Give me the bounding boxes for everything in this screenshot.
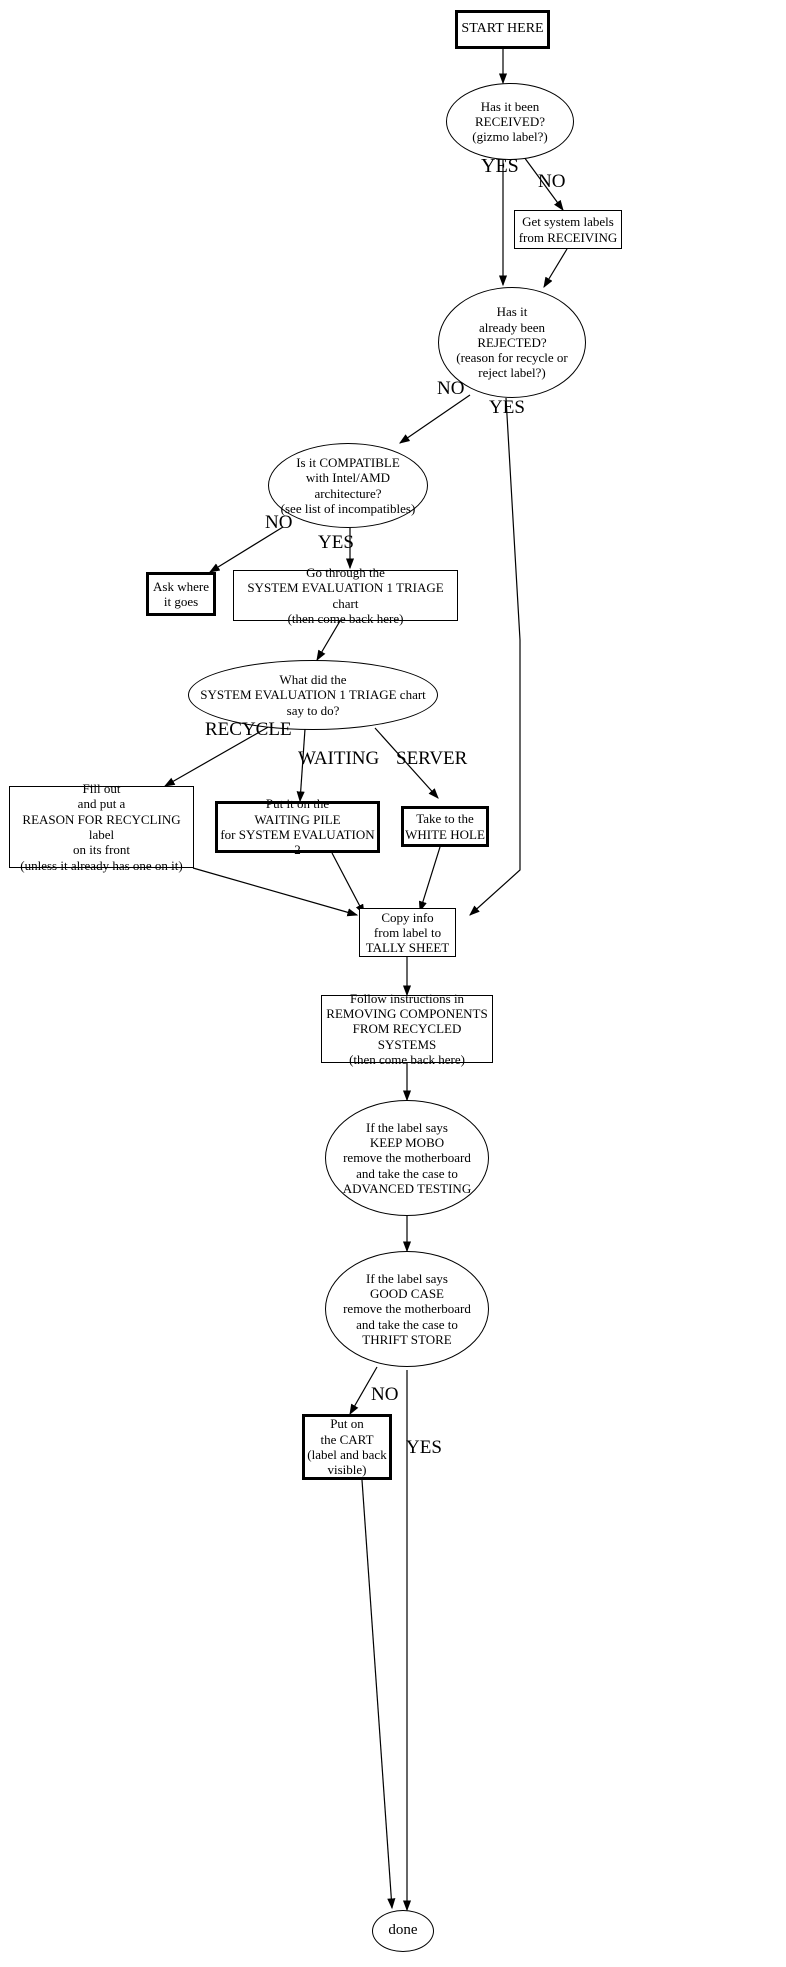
node-fill-out[interactable]: Fill out and put a REASON FOR RECYCLING … [9, 781, 194, 873]
node-received-label: Has it been RECEIVED? (gizmo label?) [472, 98, 548, 145]
node-what-said[interactable]: What did the SYSTEM EVALUATION 1 TRIAGE … [188, 660, 438, 730]
node-get-labels[interactable]: Get system labels from RECEIVING [514, 210, 622, 249]
node-copy-info[interactable]: Copy info from label to TALLY SHEET [359, 908, 456, 957]
edge-label-goodcase-no: NO [371, 1384, 399, 1405]
edge-label-received-yes: YES [481, 155, 519, 177]
edge-label-received-no: NO [538, 171, 566, 192]
node-keep-mobo[interactable]: If the label says KEEP MOBO remove the m… [325, 1100, 489, 1216]
edge-label-triage-server: SERVER [396, 748, 468, 769]
edge-label-triage-recycle: RECYCLE [205, 719, 292, 740]
node-start-label: START HERE [461, 21, 544, 37]
edge-label-triage-waiting: WAITING [298, 748, 380, 769]
node-rejected[interactable]: Has it already been REJECTED? (reason fo… [438, 287, 586, 398]
node-what-said-label: What did the SYSTEM EVALUATION 1 TRIAGE … [200, 672, 426, 718]
node-done-label: done [388, 1922, 418, 1939]
node-good-case-label: If the label says GOOD CASE remove the m… [343, 1270, 471, 1347]
edge-label-rejected-yes: YES [489, 397, 525, 418]
node-start[interactable]: START HERE [455, 10, 550, 49]
node-fill-out-label: Fill out and put a REASON FOR RECYCLING … [20, 781, 183, 873]
edge-label-rejected-no: NO [437, 378, 465, 399]
node-follow-instructions[interactable]: Follow instructions in REMOVING COMPONEN… [321, 991, 493, 1067]
node-received[interactable]: Has it been RECEIVED? (gizmo label?) [446, 83, 574, 160]
edge-label-compatible-yes: YES [318, 532, 354, 553]
node-ask-where-label: Ask where it goes [153, 578, 209, 609]
node-put-on-cart[interactable]: Put on the CART (label and back visible) [302, 1414, 392, 1480]
node-compatible[interactable]: Is it COMPATIBLE with Intel/AMD architec… [268, 443, 428, 528]
node-done[interactable]: done [372, 1910, 434, 1952]
node-follow-instructions-label: Follow instructions in REMOVING COMPONEN… [326, 990, 488, 1067]
node-waiting-pile-label: Put it on the WAITING PILE for SYSTEM EV… [220, 796, 375, 858]
node-white-hole[interactable]: Take to the WHITE HOLE [401, 806, 489, 847]
edge-label-compatible-no: NO [265, 512, 293, 533]
node-ask-where[interactable]: Ask where it goes [146, 572, 216, 616]
node-good-case[interactable]: If the label says GOOD CASE remove the m… [325, 1251, 489, 1367]
node-go-triage[interactable]: Go through the SYSTEM EVALUATION 1 TRIAG… [233, 565, 458, 626]
node-copy-info-label: Copy info from label to TALLY SHEET [365, 909, 450, 956]
node-rejected-label: Has it already been REJECTED? (reason fo… [456, 304, 568, 381]
edge-label-goodcase-yes: YES [406, 1437, 442, 1458]
node-put-on-cart-label: Put on the CART (label and back visible) [307, 1416, 387, 1478]
node-keep-mobo-label: If the label says KEEP MOBO remove the m… [342, 1119, 472, 1196]
node-waiting-pile[interactable]: Put it on the WAITING PILE for SYSTEM EV… [215, 796, 380, 857]
node-white-hole-label: Take to the WHITE HOLE [405, 811, 485, 842]
node-compatible-label: Is it COMPATIBLE with Intel/AMD architec… [280, 454, 416, 516]
node-go-triage-label: Go through the SYSTEM EVALUATION 1 TRIAG… [247, 564, 444, 626]
node-get-labels-label: Get system labels from RECEIVING [518, 214, 618, 245]
